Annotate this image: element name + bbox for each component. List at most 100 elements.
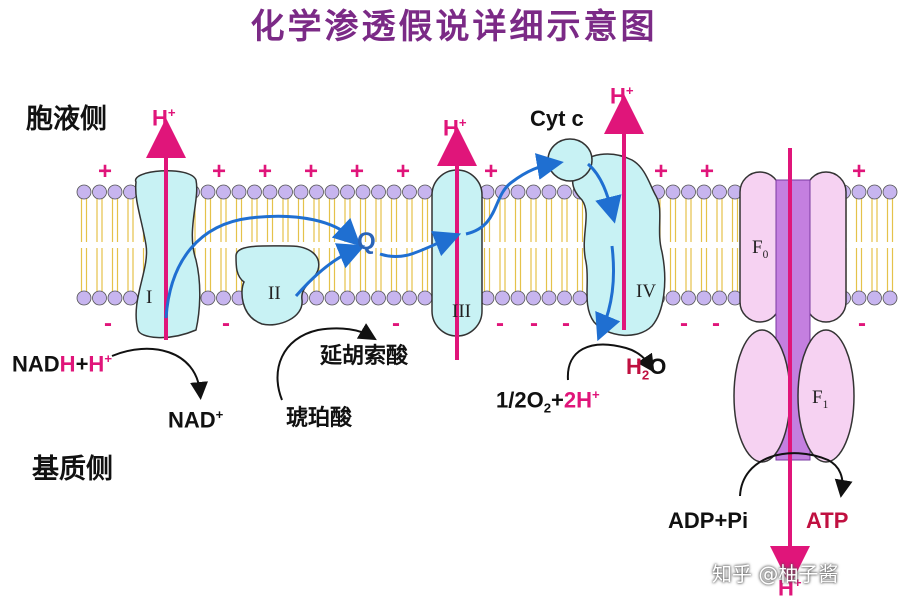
complex-i-label: I	[146, 287, 153, 308]
charge-plus: +	[484, 158, 499, 185]
electron-arrow-i-to-q	[164, 214, 361, 319]
lipid-head	[526, 184, 541, 200]
succinate-label: 琥珀酸	[286, 406, 353, 431]
fumarate-label: 延胡索酸	[320, 344, 409, 369]
lipid-head	[371, 290, 386, 306]
lipid-head	[510, 290, 526, 306]
electron-arrow-iv-to-o2	[595, 245, 621, 342]
charge-plus: +	[396, 158, 411, 185]
ubiquinone-label: Q	[357, 228, 376, 255]
lipid-head	[216, 290, 231, 306]
lipid-head	[510, 184, 526, 200]
cyt-c-shape	[547, 138, 593, 182]
lipid-head	[557, 184, 572, 200]
electron-arrow-ii-to-q	[294, 243, 366, 297]
lipid-head	[681, 290, 696, 306]
lipid-head	[107, 184, 123, 200]
proton-label-complex-iv: H+	[610, 83, 634, 109]
charge-plus: +	[654, 158, 669, 185]
lipid-head	[76, 290, 92, 306]
f0-right-subunit	[805, 171, 847, 323]
lipid-head	[309, 290, 324, 306]
lipid-head	[293, 184, 309, 200]
lipid-head	[867, 184, 882, 200]
charge-plus: +	[852, 158, 867, 185]
adp-pi-label: ADP+Pi	[668, 508, 749, 533]
lipid-head	[696, 184, 712, 200]
lipid-head	[665, 290, 681, 306]
charge-plus: +	[212, 158, 227, 185]
f1-label: F1	[812, 387, 829, 411]
lipid-head	[340, 290, 355, 306]
lipid-head	[541, 184, 557, 200]
reaction-arrow-nadh	[111, 347, 208, 400]
charge-plus: +	[258, 158, 273, 185]
lipid-head	[882, 184, 898, 200]
charge-minus: -	[562, 310, 570, 337]
cytosol-side-label: 胞液侧	[26, 104, 107, 135]
charge-minus: -	[858, 310, 866, 337]
lipid-head	[107, 290, 123, 306]
charge-minus: -	[530, 310, 538, 337]
lipid-head	[851, 290, 867, 306]
lipid-head	[355, 184, 371, 200]
lipid-head	[386, 184, 402, 200]
lipid-head	[526, 290, 541, 306]
lipid-head	[541, 290, 557, 306]
lipid-head	[340, 184, 355, 200]
oxygen-label: 1/2O2+2H+	[496, 387, 600, 416]
lipid-head	[92, 290, 107, 306]
charge-minus: -	[222, 310, 230, 337]
lipid-head	[557, 290, 572, 306]
f1-left-subunit	[733, 329, 791, 463]
lipid-head	[495, 290, 510, 306]
complex-ii-label: II	[268, 283, 281, 304]
lipid-head	[262, 184, 278, 200]
proton-label-synthase: H+	[778, 575, 802, 601]
lipid-head	[402, 290, 417, 306]
lipid-head	[200, 184, 216, 200]
charge-plus: +	[304, 158, 319, 185]
nad-label: NAD+	[168, 407, 224, 433]
water-label: H2O	[626, 354, 667, 383]
electron-arrow-cytc-to-iv	[586, 162, 622, 224]
lipid-head	[712, 184, 727, 200]
charge-plus: +	[700, 158, 715, 185]
charge-plus: +	[350, 158, 365, 185]
lipid-head	[278, 184, 293, 200]
charge-minus: -	[496, 310, 504, 337]
lipid-head	[324, 184, 340, 200]
lipid-head	[247, 184, 262, 200]
lipid-head	[200, 290, 216, 306]
charge-minus: -	[392, 310, 400, 337]
lipid-head	[386, 290, 402, 306]
lipid-head	[417, 184, 433, 200]
reaction-arrow-adp	[739, 452, 853, 498]
f1-right-subunit	[797, 329, 855, 463]
f0-label: F0	[752, 237, 769, 261]
lipid-head	[882, 290, 898, 306]
lipid-head	[76, 184, 92, 200]
lipid-head	[231, 184, 247, 200]
diagram-title: 化学渗透假说详细示意图	[250, 7, 658, 47]
lipid-head	[309, 184, 324, 200]
complex-iv-label: IV	[636, 281, 657, 302]
lipid-head	[324, 290, 340, 306]
lipid-head	[371, 184, 386, 200]
lipid-head	[665, 184, 681, 200]
complex-iv-shape	[571, 153, 666, 337]
lipid-head	[355, 290, 371, 306]
charge-minus: -	[104, 310, 112, 337]
lipid-head	[216, 184, 231, 200]
proton-label-complex-i: H+	[152, 105, 176, 131]
reaction-arrow-oxygen	[566, 343, 655, 381]
charge-plus: +	[98, 158, 113, 185]
lipid-head	[92, 184, 107, 200]
matrix-side-label: 基质侧	[32, 454, 113, 485]
atp-label: ATP	[806, 508, 849, 533]
electron-arrow-iii-to-cytc	[465, 153, 564, 236]
lipid-head	[712, 290, 727, 306]
lipid-head	[851, 184, 867, 200]
complex-ii-shape	[235, 245, 320, 326]
